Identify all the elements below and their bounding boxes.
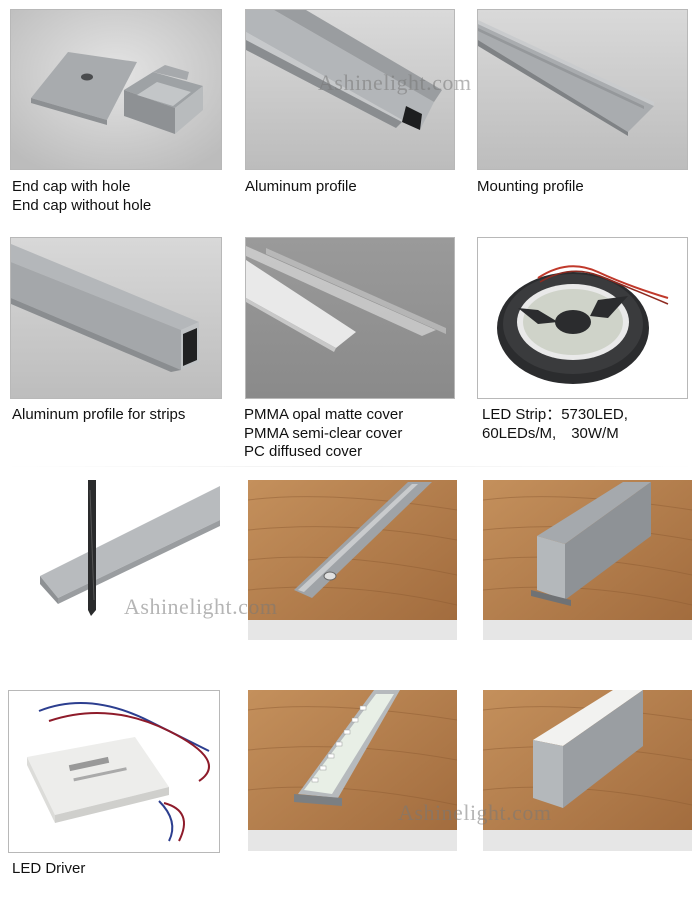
screw-mount-photo [248, 480, 457, 640]
aluminum-profile-strips-photo [10, 237, 222, 399]
profile-with-cover-photo [483, 690, 692, 851]
watermark-top: Ashinelight.com [318, 70, 472, 95]
pmma-semi-clear-label: PMMA semi-clear cover [244, 424, 403, 442]
covers-caption: PMMA opal matte cover PMMA semi-clear co… [244, 406, 403, 462]
led-driver-caption: LED Driver [12, 860, 86, 877]
end-cap-with-hole-label: End cap with hole [12, 178, 131, 195]
aluminum-profile-strips-caption: Aluminum profile for strips [12, 406, 186, 423]
watermark-bottom: Ashinelight.com [398, 800, 552, 825]
led-strip-photo [477, 237, 688, 399]
led-driver-photo [8, 690, 220, 853]
end-cap-photo [10, 9, 222, 170]
mounting-profile-caption: Mounting profile [477, 178, 584, 195]
drilling-profile-photo [12, 480, 220, 640]
profile-on-wood-photo [483, 480, 692, 640]
pmma-opal-label: PMMA opal matte cover [244, 406, 404, 423]
led-strip-spec-label: 60LEDs/M, 30W/M [482, 424, 619, 442]
end-cap-caption: End cap with hole End cap without hole [12, 178, 151, 215]
led-strip-caption: LED Strip：5730LED, 60LEDs/M, 30W/M [482, 406, 628, 443]
pc-diffused-label: PC diffused cover [244, 443, 363, 460]
pmma-covers-photo [245, 237, 455, 399]
section-divider [0, 466, 700, 467]
watermark-middle: Ashinelight.com [124, 594, 278, 619]
aluminum-profile-caption: Aluminum profile [245, 178, 357, 195]
mounting-profile-photo [477, 9, 688, 170]
aluminum-profile-photo [245, 9, 455, 170]
profile-with-led-strip-photo [248, 690, 457, 851]
end-cap-without-hole-label: End cap without hole [12, 196, 152, 214]
led-strip-model-label: LED Strip：5730LED, [482, 406, 628, 423]
